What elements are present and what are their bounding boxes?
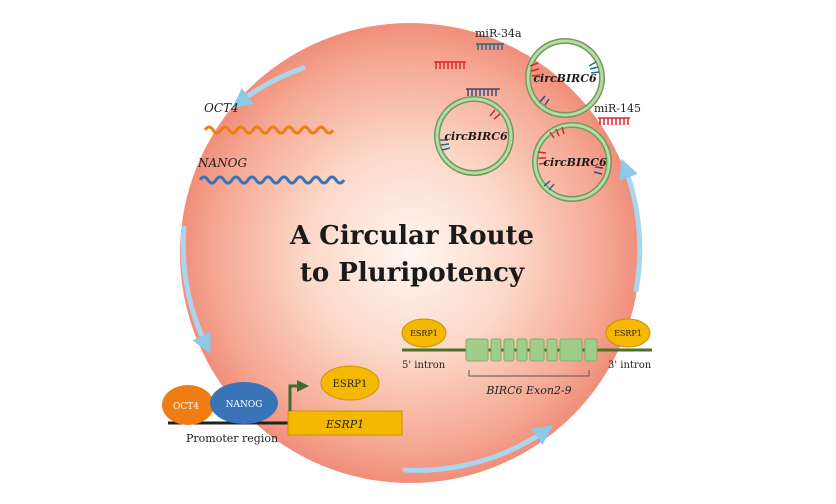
circbirc6-ring-right: circBIRC6 — [532, 122, 612, 202]
esrp1-label-3prime: ESRP1 — [614, 329, 642, 338]
circbirc6-ring-top: circBIRC6 — [525, 38, 605, 118]
nanog-mrna-wave — [198, 175, 346, 185]
flow-arrow-top-left — [232, 65, 306, 109]
five-prime-intron-label: 5' intron — [402, 360, 446, 371]
oct4-protein: OCT4 — [162, 385, 214, 425]
exon-range-label: BIRC6 Exon2-9 — [485, 384, 571, 397]
esrp1-protein-3prime: ESRP1 — [605, 318, 651, 348]
title-line-1: A Circular Route — [289, 221, 534, 251]
birc6-exons — [465, 338, 598, 362]
mir34a-label: miR-34a — [475, 27, 522, 40]
flow-arrow-left — [180, 225, 211, 355]
oct4-protein-label: OCT4 — [173, 402, 199, 412]
title-line-2: to Pluripotency — [300, 258, 525, 288]
circbirc6-label-left: circBIRC6 — [444, 130, 508, 143]
cell-body — [180, 23, 640, 483]
promoter-region-label: Promoter region — [186, 432, 278, 445]
mir145-label: miR-145 — [594, 102, 641, 115]
esrp1-gene-box — [287, 410, 403, 436]
esrp1-label-5prime: ESRP1 — [410, 329, 438, 338]
exon-block — [503, 338, 515, 362]
esrp1-gene-label: ESRP1 — [325, 418, 364, 431]
circbirc6-label-top: circBIRC6 — [533, 72, 597, 85]
nanog-wave-label: NANOG — [197, 156, 248, 170]
flow-arrow-right — [619, 158, 643, 293]
oct4-wave-label: OCT4 — [204, 101, 239, 115]
esrp1-protein-translated: ESRP1 — [320, 365, 380, 401]
exon-block — [584, 338, 598, 362]
circbirc6-label-right: circBIRC6 — [543, 156, 607, 169]
exon-block — [559, 338, 583, 362]
mir145-strand-free — [598, 117, 630, 125]
nanog-protein: NANOG — [210, 382, 278, 424]
esrp1-protein-5prime: ESRP1 — [401, 318, 447, 348]
exon-block — [465, 338, 489, 362]
flow-arrow-bottom — [402, 425, 554, 473]
nanog-protein-label: NANOG — [226, 400, 263, 410]
exon-block — [490, 338, 502, 362]
three-prime-intron-label: 3' intron — [608, 360, 652, 371]
circbirc6-ring-left: circBIRC6 — [434, 96, 514, 176]
exon-block — [529, 338, 545, 362]
mirna-strand-navy — [466, 88, 500, 96]
mir34a-strand-free — [476, 43, 504, 50]
exon-bracket — [468, 370, 590, 377]
exon-block — [516, 338, 528, 362]
transcription-start-arrow — [288, 380, 309, 411]
exon-block — [546, 338, 558, 362]
mirna-strand-red — [434, 61, 466, 69]
oct4-mrna-wave — [203, 125, 335, 135]
esrp1-protein-label: ESRP1 — [333, 379, 368, 390]
